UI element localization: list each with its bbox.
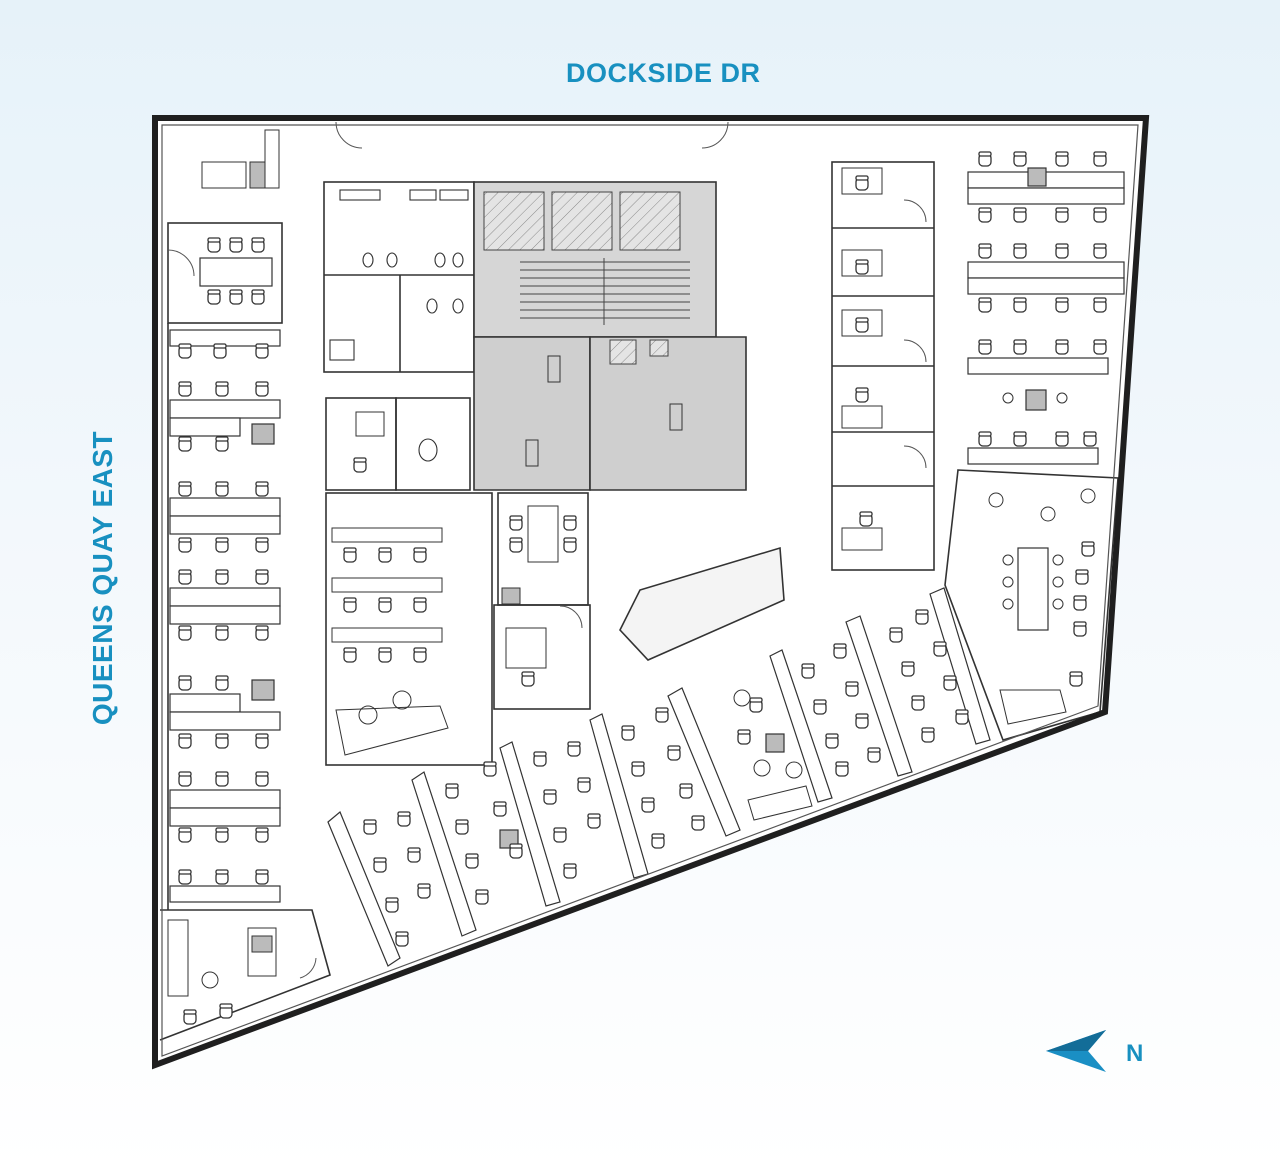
chairs-ne (978, 151, 1107, 447)
corner-office-sw (167, 919, 277, 1025)
north-arrow-icon (1046, 1030, 1106, 1072)
restroom-fixtures (329, 189, 469, 462)
workstations-south (327, 587, 991, 967)
street-label-dockside-dr: DOCKSIDE DR (566, 58, 761, 88)
compass-north-label: N (1126, 1040, 1144, 1067)
door-swings (167, 121, 927, 979)
meeting-room-center (331, 527, 449, 756)
building-core (473, 181, 747, 491)
meeting-room-nw (199, 129, 280, 305)
chairs-south (363, 609, 969, 947)
private-offices (841, 167, 883, 551)
small-offices (353, 411, 577, 687)
workstations-ne (967, 167, 1125, 465)
interior-walls (159, 161, 1119, 1041)
exterior-walls (152, 115, 1150, 1070)
boardroom (988, 488, 1096, 725)
workstations-west (169, 329, 281, 903)
